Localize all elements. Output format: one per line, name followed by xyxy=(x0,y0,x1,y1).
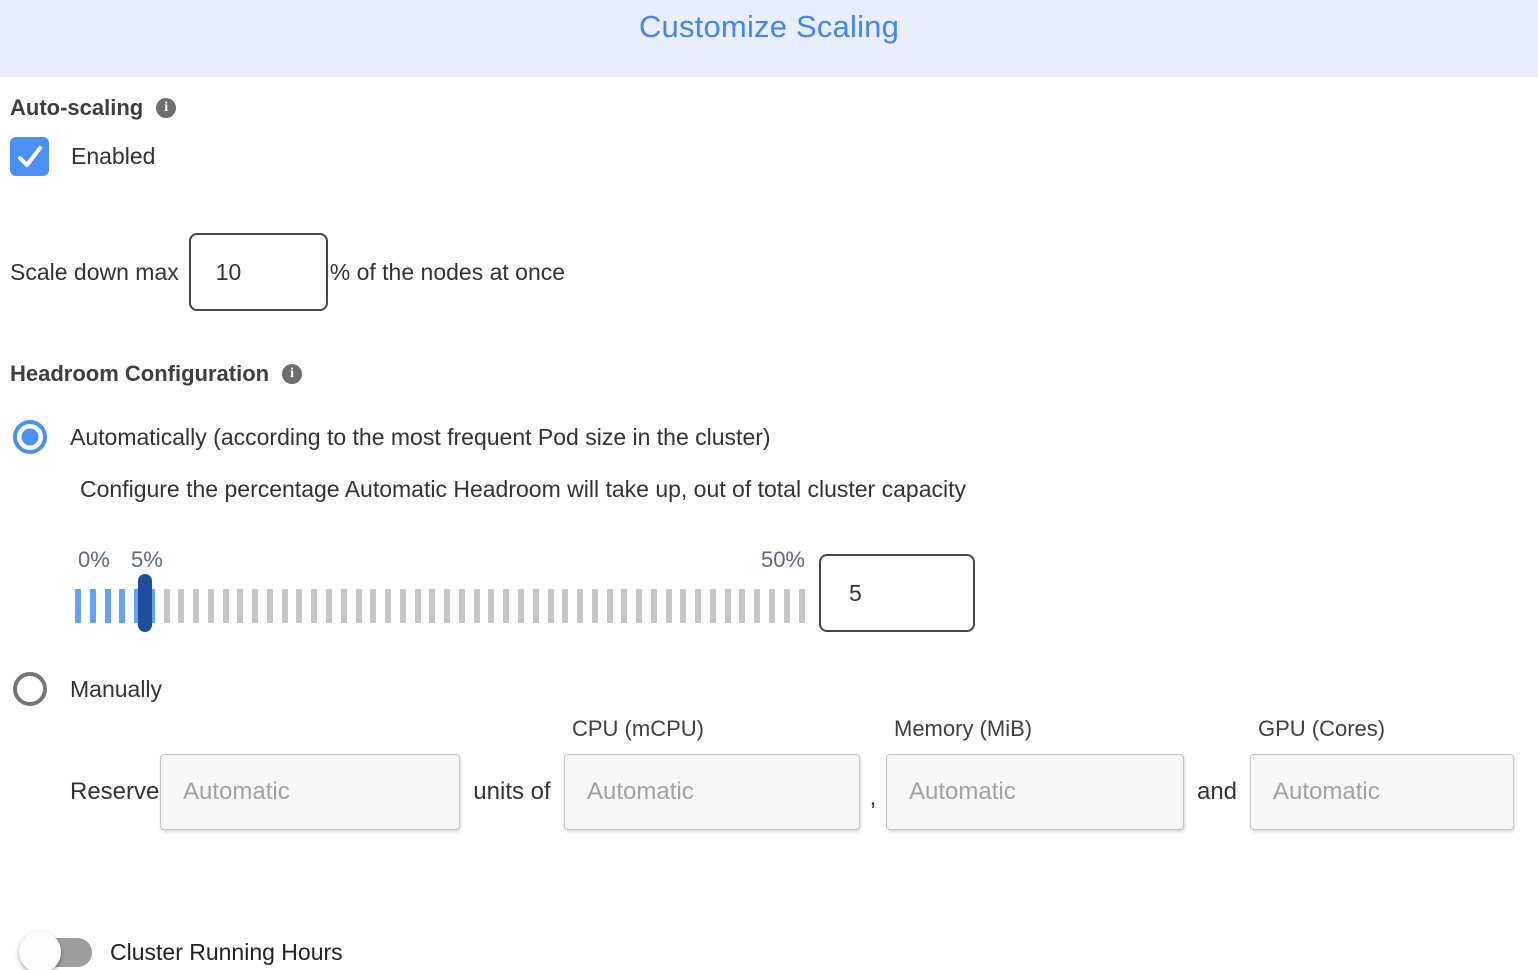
cluster-running-hours-row: Cluster Running Hours xyxy=(10,930,1538,970)
headroom-slider-row: 0% 5% 50% xyxy=(75,547,1538,632)
slider-tick xyxy=(237,589,244,623)
slider-tick xyxy=(399,589,406,623)
enabled-label: Enabled xyxy=(71,143,156,169)
slider-tick xyxy=(488,589,495,623)
scale-down-row: Scale down max % of the nodes at once xyxy=(10,233,1538,311)
slider-tick xyxy=(104,589,111,623)
enabled-row: Enabled xyxy=(10,137,1538,176)
cpu-column-header: CPU (mCPU) xyxy=(572,716,704,741)
slider-tick xyxy=(355,589,362,623)
slider-tick xyxy=(503,589,510,623)
manually-radio-label: Manually xyxy=(70,675,163,702)
slider-tick xyxy=(547,589,554,623)
slider-tick xyxy=(532,589,539,623)
slider-tick xyxy=(473,589,480,623)
slider-tick xyxy=(222,589,229,623)
automatic-radio-label: Automatically (according to the most fre… xyxy=(70,423,771,450)
slider-tick xyxy=(252,589,259,623)
toggle-knob-icon xyxy=(19,931,61,970)
slider-tick xyxy=(458,589,465,623)
slider-labels: 0% 5% 50% xyxy=(75,547,805,575)
headroom-automatic-option: Automatically (according to the most fre… xyxy=(10,420,1538,454)
slider-tick xyxy=(665,589,672,623)
info-icon[interactable]: i xyxy=(282,364,303,384)
slider-tick xyxy=(311,589,318,623)
manually-radio[interactable] xyxy=(13,672,47,706)
auto-scaling-label: Auto-scaling xyxy=(10,95,144,120)
slider-tick xyxy=(370,589,377,623)
slider-tick xyxy=(193,589,200,623)
memory-input[interactable] xyxy=(886,754,1184,830)
headroom-manual-option: Manually xyxy=(10,672,1538,706)
slider-ticks xyxy=(75,589,805,623)
cluster-running-hours-label: Cluster Running Hours xyxy=(110,938,343,965)
slider-tick xyxy=(783,589,790,623)
gpu-column-header: GPU (Cores) xyxy=(1258,716,1386,741)
slider-tick xyxy=(695,589,702,623)
headroom-section-header: Headroom Configuration i xyxy=(10,361,1538,387)
slider-tick xyxy=(621,589,628,623)
slider-tick xyxy=(163,589,170,623)
slider-tick xyxy=(606,589,613,623)
headroom-percentage-input[interactable] xyxy=(819,554,975,632)
auto-scaling-enabled-checkbox[interactable] xyxy=(10,137,49,176)
reserve-row: Reserve units of , and xyxy=(10,754,1538,830)
slider-tick xyxy=(709,589,716,623)
slider-tick xyxy=(89,589,96,623)
slider-tick xyxy=(768,589,775,623)
slider-tick xyxy=(517,589,524,623)
scale-down-prefix: Scale down max xyxy=(10,258,179,285)
slider-tick xyxy=(429,589,436,623)
headroom-label: Headroom Configuration xyxy=(10,361,270,386)
slider-tick xyxy=(266,589,273,623)
slider-tick xyxy=(134,589,141,623)
dialog-header: Customize Scaling xyxy=(0,0,1538,77)
slider-tick xyxy=(444,589,451,623)
slider-tick xyxy=(562,589,569,623)
scale-down-suffix: % of the nodes at once xyxy=(329,258,566,285)
auto-scaling-section-header: Auto-scaling i xyxy=(10,95,1538,121)
slider-tick xyxy=(326,589,333,623)
slider-tick xyxy=(754,589,761,623)
automatic-radio[interactable] xyxy=(13,420,47,454)
slider-tick xyxy=(577,589,584,623)
slider-tick xyxy=(119,589,126,623)
gpu-input[interactable] xyxy=(1250,754,1514,830)
slider-tick xyxy=(798,589,805,623)
slider-tick xyxy=(296,589,303,623)
slider-tick xyxy=(636,589,643,623)
slider-tick xyxy=(680,589,687,623)
slider-tick xyxy=(414,589,421,623)
cluster-running-hours-toggle[interactable] xyxy=(10,930,94,970)
automatic-headroom-description: Configure the percentage Automatic Headr… xyxy=(80,476,966,502)
resource-column-headers: CPU (mCPU) Memory (MiB) GPU (Cores) xyxy=(10,716,1538,742)
slider-min-label: 0% xyxy=(78,547,110,572)
comma-separator: , xyxy=(869,784,877,811)
slider-tick xyxy=(724,589,731,623)
slider-handle[interactable] xyxy=(138,574,152,632)
memory-column-header: Memory (MiB) xyxy=(894,716,1033,741)
slider-max-label: 50% xyxy=(760,547,805,572)
page-title: Customize Scaling xyxy=(638,9,900,44)
slider-tick xyxy=(75,589,81,623)
units-of-label: units of xyxy=(473,778,551,805)
slider-tick xyxy=(739,589,746,623)
and-label: and xyxy=(1196,778,1238,805)
dialog-body: Auto-scaling i Enabled Scale down max % … xyxy=(0,95,1538,970)
slider-tick xyxy=(281,589,288,623)
slider-tick xyxy=(591,589,598,623)
slider-tick xyxy=(340,589,347,623)
cpu-input[interactable] xyxy=(564,754,860,830)
slider-tick xyxy=(385,589,392,623)
checkmark-icon xyxy=(17,145,42,167)
reserve-label: Reserve xyxy=(70,778,160,805)
slider-tick xyxy=(207,589,214,623)
scale-down-max-input[interactable] xyxy=(188,233,328,311)
headroom-slider[interactable]: 0% 5% 50% xyxy=(75,547,805,632)
slider-current-label: 5% xyxy=(131,547,163,572)
slider-tick xyxy=(178,589,185,623)
info-icon[interactable]: i xyxy=(156,98,177,118)
reserve-units-input[interactable] xyxy=(160,754,460,830)
slider-tick xyxy=(650,589,657,623)
